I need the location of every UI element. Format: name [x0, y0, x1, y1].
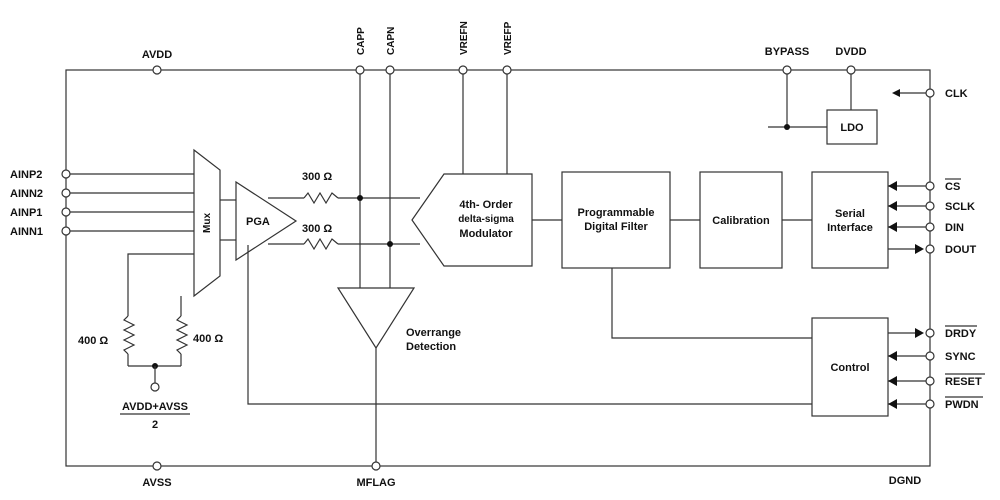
- midsupply-denominator: 2: [152, 419, 158, 431]
- pin-mflag: [371, 461, 381, 471]
- modulator-label-1: 4th- Order: [459, 199, 513, 211]
- pin-sclk: [925, 201, 935, 211]
- pin-label-bypass: BYPASS: [765, 46, 809, 58]
- pin-label-ainn1: AINN1: [10, 226, 43, 238]
- pin-label-clk: CLK: [945, 88, 968, 100]
- pin-cs: [925, 181, 935, 191]
- pin-ainn1: [61, 226, 71, 236]
- modulator-label-2: delta-sigma: [458, 214, 514, 225]
- pin-label-drdy: DRDY: [945, 328, 977, 340]
- control-block: [811, 317, 889, 417]
- resistor-label-400-left: 400 Ω: [78, 335, 108, 347]
- overrange-label-1: Overrange: [406, 327, 461, 339]
- control-label: Control: [830, 362, 869, 374]
- pga-label: PGA: [246, 216, 270, 228]
- pin-label-dgnd: DGND: [889, 475, 921, 487]
- pin-label-ainn2: AINN2: [10, 188, 43, 200]
- pin-label-capp: CAPP: [356, 27, 367, 55]
- pin-capp: [355, 65, 365, 75]
- filter-label-1: Programmable: [577, 207, 654, 219]
- overrange-detection-block: [336, 287, 416, 350]
- pin-bypass: [782, 65, 792, 75]
- pin-dvdd: [846, 65, 856, 75]
- pin-label-ainp1: AINP1: [10, 207, 42, 219]
- pin-avss: [152, 461, 162, 471]
- pin-clk: [925, 88, 935, 98]
- digital-filter-block: [561, 171, 671, 269]
- mux-block: [193, 148, 221, 298]
- calibration-block: [699, 171, 783, 269]
- resistor-label-300-top: 300 Ω: [302, 171, 332, 183]
- resistor-300-bottom: [303, 237, 339, 251]
- mux-label: Mux: [202, 213, 213, 233]
- midsupply-node: [150, 382, 160, 392]
- pin-capn: [385, 65, 395, 75]
- serial-label-2: Interface: [827, 222, 873, 234]
- pin-avdd: [152, 65, 162, 75]
- pin-label-avss: AVSS: [142, 477, 171, 489]
- calibration-label: Calibration: [712, 215, 770, 227]
- pin-label-cs: CS: [945, 181, 960, 193]
- resistor-label-400-right: 400 Ω: [193, 333, 223, 345]
- pin-ainp1: [61, 207, 71, 217]
- pin-label-vrefn: VREFN: [459, 21, 470, 55]
- pin-vrefp: [502, 65, 512, 75]
- pin-label-avdd: AVDD: [142, 49, 172, 61]
- pin-sync: [925, 351, 935, 361]
- pin-label-dout: DOUT: [945, 244, 976, 256]
- resistor-label-300-bottom: 300 Ω: [302, 223, 332, 235]
- chip-outline: [65, 69, 931, 467]
- pin-label-reset: RESET: [945, 376, 982, 388]
- filter-label-2: Digital Filter: [584, 221, 648, 233]
- pin-label-sclk: SCLK: [945, 201, 975, 213]
- pin-vrefn: [458, 65, 468, 75]
- resistor-400-left: [122, 315, 136, 355]
- overrange-label-2: Detection: [406, 341, 456, 353]
- pin-label-vrefp: VREFP: [503, 21, 514, 55]
- serial-label-1: Serial: [835, 208, 865, 220]
- pin-label-mflag: MFLAG: [356, 477, 395, 489]
- pin-ainn2: [61, 188, 71, 198]
- pin-reset: [925, 376, 935, 386]
- pin-label-dvdd: DVDD: [835, 46, 866, 58]
- pin-label-ainp2: AINP2: [10, 169, 42, 181]
- pin-dout: [925, 244, 935, 254]
- serial-interface-block: [811, 171, 889, 269]
- pin-label-capn: CAPN: [386, 27, 397, 55]
- ldo-label: LDO: [840, 122, 864, 134]
- resistor-300-top: [303, 191, 339, 205]
- pin-label-sync: SYNC: [945, 351, 976, 363]
- pga-block: [235, 180, 298, 262]
- pin-din: [925, 222, 935, 232]
- resistor-400-right: [175, 315, 189, 355]
- modulator-label-3: Modulator: [459, 228, 513, 240]
- pin-label-din: DIN: [945, 222, 964, 234]
- pin-label-pwdn: PWDN: [945, 399, 979, 411]
- pin-drdy: [925, 328, 935, 338]
- pin-ainp2: [61, 169, 71, 179]
- midsupply-numerator: AVDD+AVSS: [122, 401, 188, 413]
- pin-pwdn: [925, 399, 935, 409]
